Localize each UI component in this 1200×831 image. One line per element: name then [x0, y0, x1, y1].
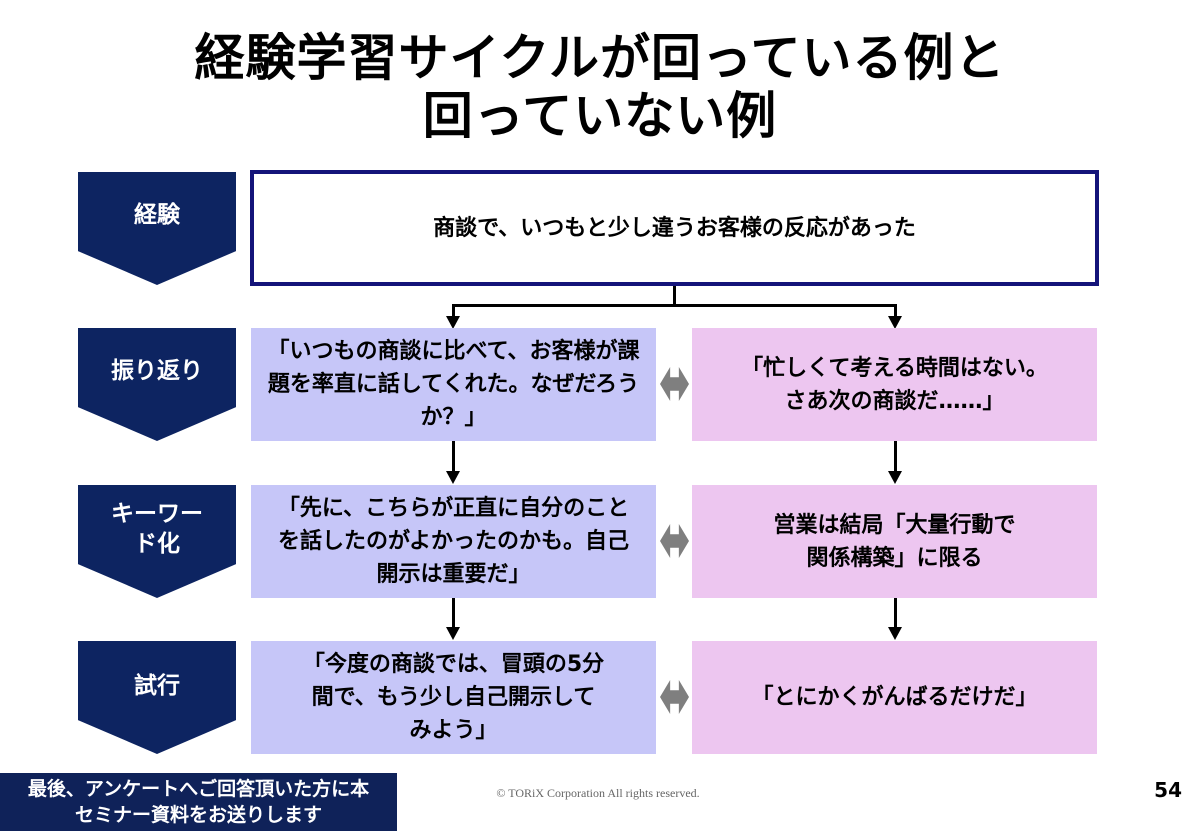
stage-reflection: 振り返り	[78, 328, 236, 441]
connector	[894, 304, 897, 318]
arrow-down-icon	[888, 627, 902, 640]
connector	[894, 598, 897, 629]
page-number: 54	[1154, 778, 1182, 802]
stage-keyword: キーワード化	[78, 485, 236, 598]
arrow-down-icon	[888, 316, 902, 329]
stage-trial: 試行	[78, 641, 236, 754]
connector	[452, 304, 897, 307]
experience-box: 商談で、いつもと少し違うお客様の反応があった	[250, 170, 1099, 286]
title-line-1: 経験学習サイクルが回っている例と	[194, 29, 1006, 87]
copyright: © TORiX Corporation All rights reserved.	[496, 786, 700, 800]
connector	[894, 441, 897, 473]
double-arrow-icon	[660, 524, 689, 558]
left-keyword-box: 「先に、こちらが正直に自分のことを話したのがよかったのかも。自己開示は重要だ」	[251, 485, 656, 598]
arrow-down-icon	[446, 316, 460, 329]
connector	[673, 286, 676, 306]
right-keyword-box: 営業は結局「大量行動で関係構築」に限る	[692, 485, 1097, 598]
right-reflection-box: 「忙しくて考える時間はない。さあ次の商談だ……」	[692, 328, 1097, 441]
stage-experience: 経験	[78, 172, 236, 285]
connector	[452, 598, 455, 629]
survey-notice: 最後、アンケートへご回答頂いた方に本セミナー資料をお送りします	[0, 773, 397, 831]
double-arrow-icon	[660, 367, 689, 401]
arrow-down-icon	[446, 627, 460, 640]
double-arrow-icon	[660, 680, 689, 714]
right-trial-box: 「とにかくがんばるだけだ」	[692, 641, 1097, 754]
connector	[452, 304, 455, 318]
left-reflection-box: 「いつもの商談に比べて、お客様が課題を率直に話してくれた。なぜだろうか？」	[251, 328, 656, 441]
connector	[452, 441, 455, 473]
title-line-2: 回っていない例	[422, 87, 778, 145]
arrow-down-icon	[446, 471, 460, 484]
left-trial-box: 「今度の商談では、冒頭の5分間で、もう少し自己開示してみよう」	[251, 641, 656, 754]
arrow-down-icon	[888, 471, 902, 484]
